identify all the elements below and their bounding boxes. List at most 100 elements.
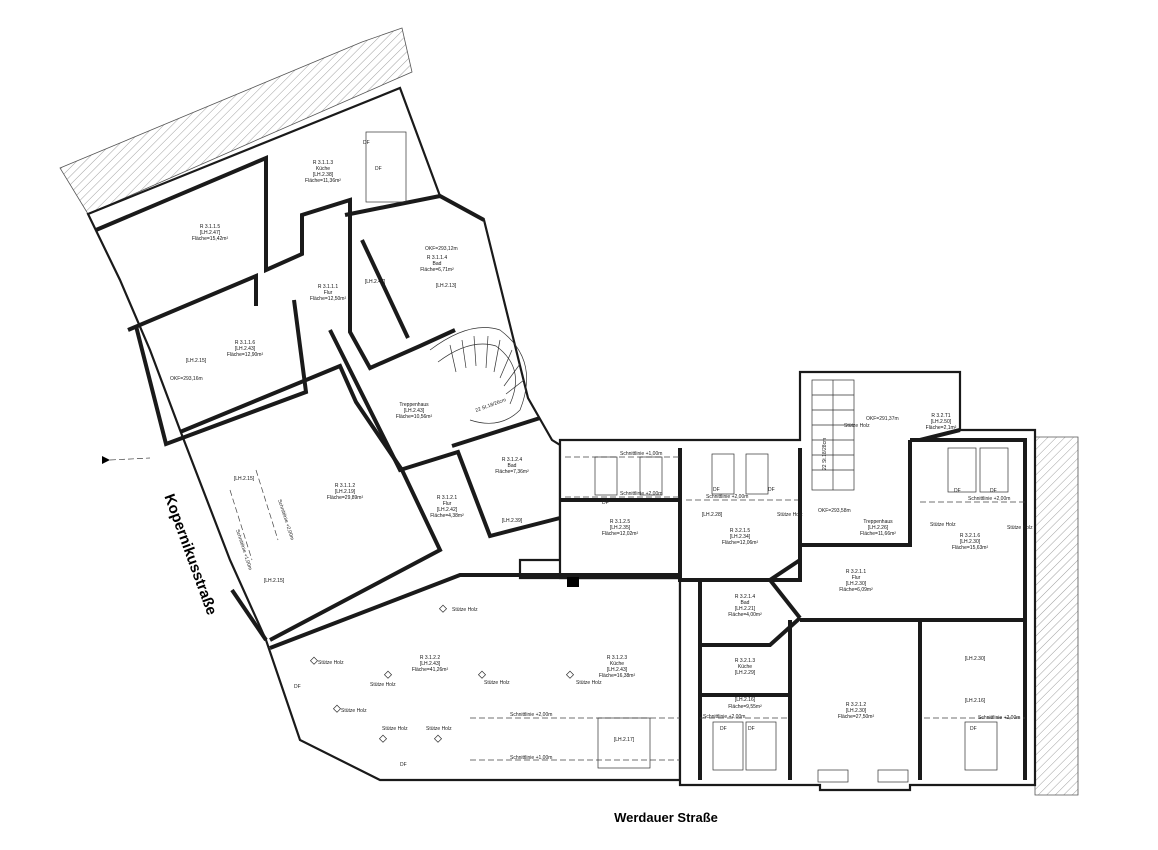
df-label: DF [970,726,977,732]
pillar-label: Stütze Holz [452,607,478,613]
svg-text:R 3.1.1.4: R 3.1.1.4 [427,255,448,261]
df-label: DF [748,726,755,732]
pillar-label: Stütze Holz [930,522,956,528]
svg-text:Bad: Bad [433,261,442,267]
inner-wall [230,588,268,642]
df-label: DF [400,762,407,768]
label-lh230b: [LH.2.30] [965,656,986,662]
label-lh247: [LH.2.47] [365,279,386,285]
svg-text:[LH.2.19]: [LH.2.19] [335,489,356,495]
svg-text:R 3.2.1.6: R 3.2.1.6 [960,533,981,539]
svg-text:R 3.1.1.3: R 3.1.1.3 [313,160,334,166]
svg-text:[LH.2.35]: [LH.2.35] [610,525,631,531]
svg-text:R 3.1.1.6: R 3.1.1.6 [235,340,256,346]
pillars [309,604,575,743]
svg-text:Fläche=27,50m²: Fläche=27,50m² [838,714,875,720]
section-line [255,469,279,541]
pillar-label: Stütze Holz [576,680,602,686]
pillar-label: Stütze Holz [341,708,367,714]
df-label: DF [363,140,370,146]
svg-text:R 3.2.1.4: R 3.2.1.4 [735,594,756,600]
svg-text:R 3.1.2.1: R 3.1.2.1 [437,495,458,501]
svg-text:Treppenhaus: Treppenhaus [863,519,893,525]
inner-wall [767,558,802,620]
svg-text:R 3.1.2.4: R 3.1.2.4 [502,457,523,463]
svg-text:[LH.2.43]: [LH.2.43] [420,661,441,667]
room-3122: R 3.1.2.2 [LH.2.43] Fläche=41,26m² [412,655,449,673]
room-3111: R 3.1.1.1 Flur Fläche=12,50m² [310,284,347,302]
svg-text:R 3.2.1.2: R 3.2.1.2 [846,702,867,708]
svg-text:Fläche=12,02m²: Fläche=12,02m² [602,531,639,537]
svg-text:Fläche=11,36m²: Fläche=11,36m² [305,178,341,184]
label-lh215b: [LH.2.15] [234,476,255,482]
label-lh228: [LH.2.28] [702,512,723,518]
pillar-label: Stütze Holz [777,512,803,518]
pillar-label: Stütze Holz [484,680,510,686]
svg-text:Bad: Bad [508,463,517,469]
inner-wall [800,440,912,547]
pillar-label: Stütze Holz [370,682,396,688]
neighbour-hatch-top [59,27,413,215]
svg-text:R 3.1.1.1: R 3.1.1.1 [318,284,339,290]
inner-wall [910,438,1027,620]
svg-text:[LH.2.26]: [LH.2.26] [868,525,889,531]
section-marker-left [102,456,110,464]
label-lh215c: [LH.2.15] [264,578,285,584]
svg-text:[LH.2.21]: [LH.2.21] [735,606,756,612]
svg-text:Fläche=12,50m²: Fläche=12,50m² [310,296,347,302]
svg-text:Fläche=12,06m²: Fläche=12,06m² [722,540,759,546]
label-lh215a: [LH.2.15] [186,358,207,364]
df-label: DF [375,166,382,172]
stair-left [429,327,527,424]
section-label-3: Schnittlinie +2,00m [706,494,748,500]
svg-text:R 3.1.2.2: R 3.1.2.2 [420,655,441,661]
svg-text:OKF=293,12m: OKF=293,12m [425,246,458,252]
svg-text:Fläche=15,63m²: Fläche=15,63m² [952,545,989,551]
room-32t1: R 3.2.T1 [LH.2.50] Fläche=2,1m² [926,413,957,431]
inner-wall [344,193,485,222]
svg-text:[LH.2.30]: [LH.2.30] [846,581,867,587]
inner-wall [678,448,802,582]
label-lh217: [LH.2.17] [614,737,635,743]
label-lh216a: [LH.2.16] [735,697,756,703]
room-3114: OKF=293,12m R 3.1.1.4 Bad Fläche=6,71m² … [420,246,457,289]
svg-text:Flur: Flur [324,290,333,296]
neighbour-hatch-right [1034,436,1079,796]
section-label-7: Schnittlinie +2,00m [510,712,552,718]
svg-text:Flur: Flur [443,501,452,507]
inner-wall [698,580,802,647]
svg-text:[LH.2.47]: [LH.2.47] [200,230,221,236]
inner-wall [919,428,961,442]
room-3124: R 3.1.2.4 Bad Fläche=7,36m² [495,457,529,475]
svg-text:R 3.1.2.3: R 3.1.2.3 [607,655,628,661]
svg-text:Fläche=11,66m²: Fläche=11,66m² [860,531,896,537]
label-lh239: [LH.2.39] [502,518,523,524]
inner-wall [328,329,561,539]
pillar-label: Stütze Holz [1007,525,1033,531]
pillar-label: Stütze Holz [318,660,344,666]
inner-wall [269,573,680,650]
svg-text:Küche: Küche [738,664,752,670]
room-3116: R 3.1.1.6 [LH.2.43] Fläche=12,90m² [227,340,264,358]
svg-text:[LH.2.43]: [LH.2.43] [404,408,425,414]
svg-text:[LH.2.50]: [LH.2.50] [931,419,952,425]
svg-text:R 3.2.1.3: R 3.2.1.3 [735,658,756,664]
room-3123: R 3.1.2.3 Küche [LH.2.43] Fläche=16,38m² [599,655,636,679]
svg-text:[LH.2.43]: [LH.2.43] [235,346,256,352]
svg-text:Fläche=12,90m²: Fläche=12,90m² [227,352,264,358]
stairwell-right: Treppenhaus [LH.2.26] Fläche=11,66m² 22 … [822,438,896,537]
svg-text:R 3.2.1.1: R 3.2.1.1 [846,569,867,575]
stair-right [811,379,855,491]
svg-text:[LH.2.38]: [LH.2.38] [313,172,334,178]
room-3213-area: Fläche=9,55m² [728,704,762,710]
stair-marker [567,577,579,587]
svg-text:Flur: Flur [852,575,861,581]
svg-text:Fläche=16,38m²: Fläche=16,38m² [599,673,636,679]
svg-text:[LH.2.13]: [LH.2.13] [436,283,457,289]
room-3213: R 3.2.1.3 Küche [LH.2.29] [735,658,756,676]
svg-text:[LH.2.30]: [LH.2.30] [846,708,867,714]
svg-text:Fläche=41,26m²: Fläche=41,26m² [412,667,449,673]
svg-text:R 3.2.1.5: R 3.2.1.5 [730,528,751,534]
room-3125: R 3.1.2.5 [LH.2.35] Fläche=12,02m² [602,519,639,537]
svg-text:[LH.2.43]: [LH.2.43] [607,667,628,673]
